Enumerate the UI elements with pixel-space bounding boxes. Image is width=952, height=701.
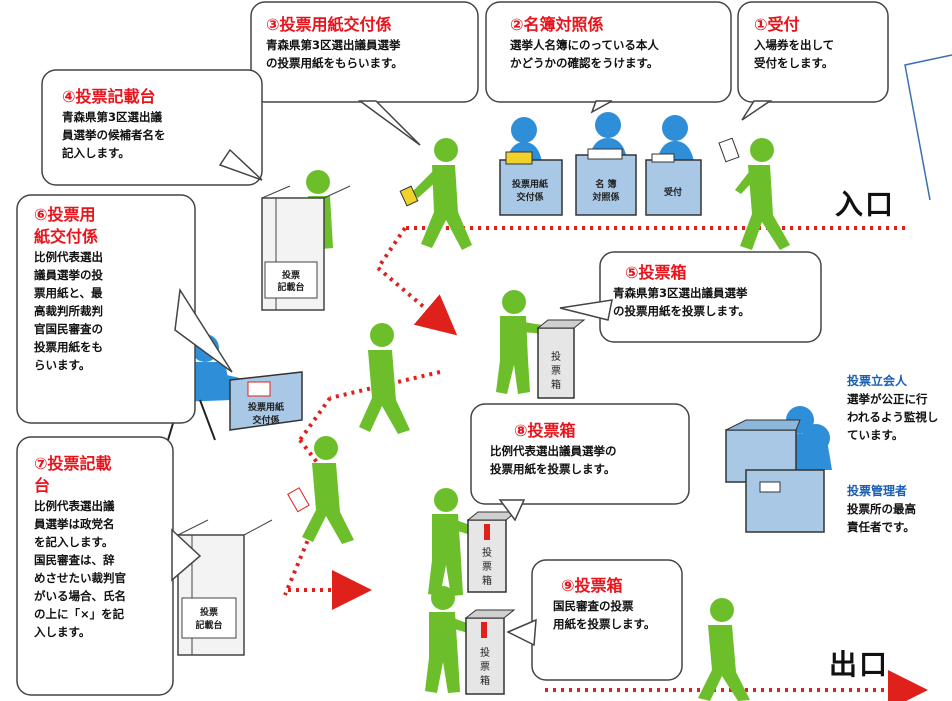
svg-text:票: 票 bbox=[482, 561, 492, 573]
callout-title: ⑥投票用 紙交付係 bbox=[34, 205, 99, 246]
callout-title: ①受付 bbox=[754, 15, 800, 34]
svg-text:対照係: 対照係 bbox=[591, 191, 619, 203]
callout-voting-booth-1: ④投票記載台 青森県第3区選出議 員選挙の候補者名を 記入します。 bbox=[62, 86, 257, 162]
svg-text:投票: 投票 bbox=[282, 269, 300, 281]
callout-bubbles bbox=[16, 1, 889, 696]
flow-path bbox=[283, 226, 928, 701]
callout-reception: ①受付 入場券を出して 受付をします。 bbox=[754, 14, 884, 72]
svg-text:箱: 箱 bbox=[482, 574, 492, 587]
svg-text:投: 投 bbox=[482, 546, 492, 559]
callout-issue-desk-2: ⑥投票用 紙交付係 比例代表選出 議員選挙の投 票用紙と、最 高裁判所裁判 官国… bbox=[34, 204, 192, 374]
callout-body: 青森県第3区選出議 員選挙の候補者名を 記入します。 bbox=[62, 110, 166, 160]
callout-body: 比例代表選出議員選挙の 投票用紙を投票します。 bbox=[490, 444, 617, 476]
desk-label-issue1-line2: 交付係 bbox=[516, 191, 543, 203]
svg-text:票: 票 bbox=[480, 661, 490, 673]
callout-ballot-box-5: ⑤投票箱 青森県第3区選出議員選挙 の投票用紙を投票します。 bbox=[613, 262, 818, 320]
callout-body: 国民審査の投票 用紙を投票します。 bbox=[553, 599, 656, 631]
bubble-c5 bbox=[599, 251, 822, 343]
voting-booth-1: 投票 記載台 bbox=[261, 185, 351, 311]
ballot-box-5: 投 票 箱 bbox=[536, 319, 586, 399]
manager-body: 投票所の最高 責任者です。 bbox=[847, 502, 916, 534]
bubble-c8 bbox=[470, 403, 690, 505]
issue-desk-2: 投票用紙 交付係 bbox=[167, 334, 303, 441]
callout-body: 選挙人名簿にのっている本人 かどうかの確認をうけます。 bbox=[510, 38, 659, 70]
bubble-c6 bbox=[16, 194, 196, 424]
svg-text:受付: 受付 bbox=[664, 186, 682, 198]
exit-label: 出口 bbox=[829, 648, 890, 681]
svg-text:投: 投 bbox=[551, 350, 561, 363]
svg-text:投票用紙: 投票用紙 bbox=[248, 401, 284, 413]
callout-body: 比例代表選出議 員選挙は政党名 を記入します。 国民審査は、辞 めさせたい裁判官… bbox=[34, 499, 126, 639]
reception-desks: 投票用紙 交付係 名 簿 対照係 受付 bbox=[499, 112, 702, 216]
callout-title: ⑨投票箱 bbox=[561, 576, 623, 595]
svg-text:票: 票 bbox=[551, 365, 561, 377]
callout-ballot-box-8: ⑧投票箱 比例代表選出議員選挙の 投票用紙を投票します。 bbox=[490, 420, 686, 478]
callout-title: ⑦投票記載 台 bbox=[34, 454, 112, 495]
bubble-c1 bbox=[737, 1, 889, 103]
callout-title: ③投票用紙交付係 bbox=[266, 15, 392, 34]
callout-ballot-box-9: ⑨投票箱 国民審査の投票 用紙を投票します。 bbox=[553, 575, 681, 633]
observer-tables bbox=[725, 406, 832, 533]
observer-body: 選挙が公正に行 われるよう監視し ています。 bbox=[847, 392, 939, 442]
bubble-c9 bbox=[531, 559, 683, 681]
svg-text:箱: 箱 bbox=[480, 674, 490, 687]
ballot-box-9: 投 票 箱 bbox=[464, 609, 516, 695]
svg-text:記載台: 記載台 bbox=[195, 619, 222, 631]
callout-body: 青森県第3区選出議員選挙 の投票用紙をもらいます。 bbox=[266, 38, 403, 70]
svg-text:名 簿: 名 簿 bbox=[595, 178, 616, 190]
ballot-box-8: 投 票 箱 bbox=[466, 511, 518, 593]
callout-title: ④投票記載台 bbox=[62, 87, 156, 106]
observer-title: 投票立会人 bbox=[847, 374, 908, 388]
svg-text:投票: 投票 bbox=[200, 606, 218, 618]
svg-text:箱: 箱 bbox=[551, 378, 561, 391]
callout-voting-booth-2: ⑦投票記載 台 比例代表選出議 員選挙は政党名 を記入します。 国民審査は、辞 … bbox=[34, 453, 172, 641]
callout-issue-desk-1: ③投票用紙交付係 青森県第3区選出議員選挙 の投票用紙をもらいます。 bbox=[266, 14, 476, 72]
svg-text:投: 投 bbox=[480, 646, 490, 659]
entrance-label: 入口 bbox=[835, 188, 896, 221]
svg-text:記載台: 記載台 bbox=[277, 281, 304, 293]
svg-text:交付係: 交付係 bbox=[252, 414, 279, 426]
callout-title: ⑤投票箱 bbox=[625, 263, 687, 282]
voting-booth-2: 投票 記載台 bbox=[177, 519, 273, 656]
voter-entrance bbox=[750, 138, 774, 162]
callout-roster-check: ②名簿対照係 選挙人名簿にのっている本人 かどうかの確認をうけます。 bbox=[510, 14, 730, 72]
callout-body: 青森県第3区選出議員選挙 の投票用紙を投票します。 bbox=[613, 286, 750, 318]
desk-label-issue1-line1: 投票用紙 bbox=[512, 178, 548, 190]
callout-body: 比例代表選出 議員選挙の投 票用紙と、最 高裁判所裁判 官国民審査の 投票用紙を… bbox=[34, 250, 103, 372]
voter-figures bbox=[287, 137, 790, 701]
callout-body: 入場券を出して 受付をします。 bbox=[754, 38, 835, 70]
callout-title: ⑧投票箱 bbox=[514, 421, 576, 440]
bubble-c4 bbox=[41, 69, 263, 186]
corner-frame-line bbox=[904, 54, 952, 201]
callout-title: ②名簿対照係 bbox=[510, 15, 604, 34]
manager-title: 投票管理者 bbox=[847, 484, 908, 498]
